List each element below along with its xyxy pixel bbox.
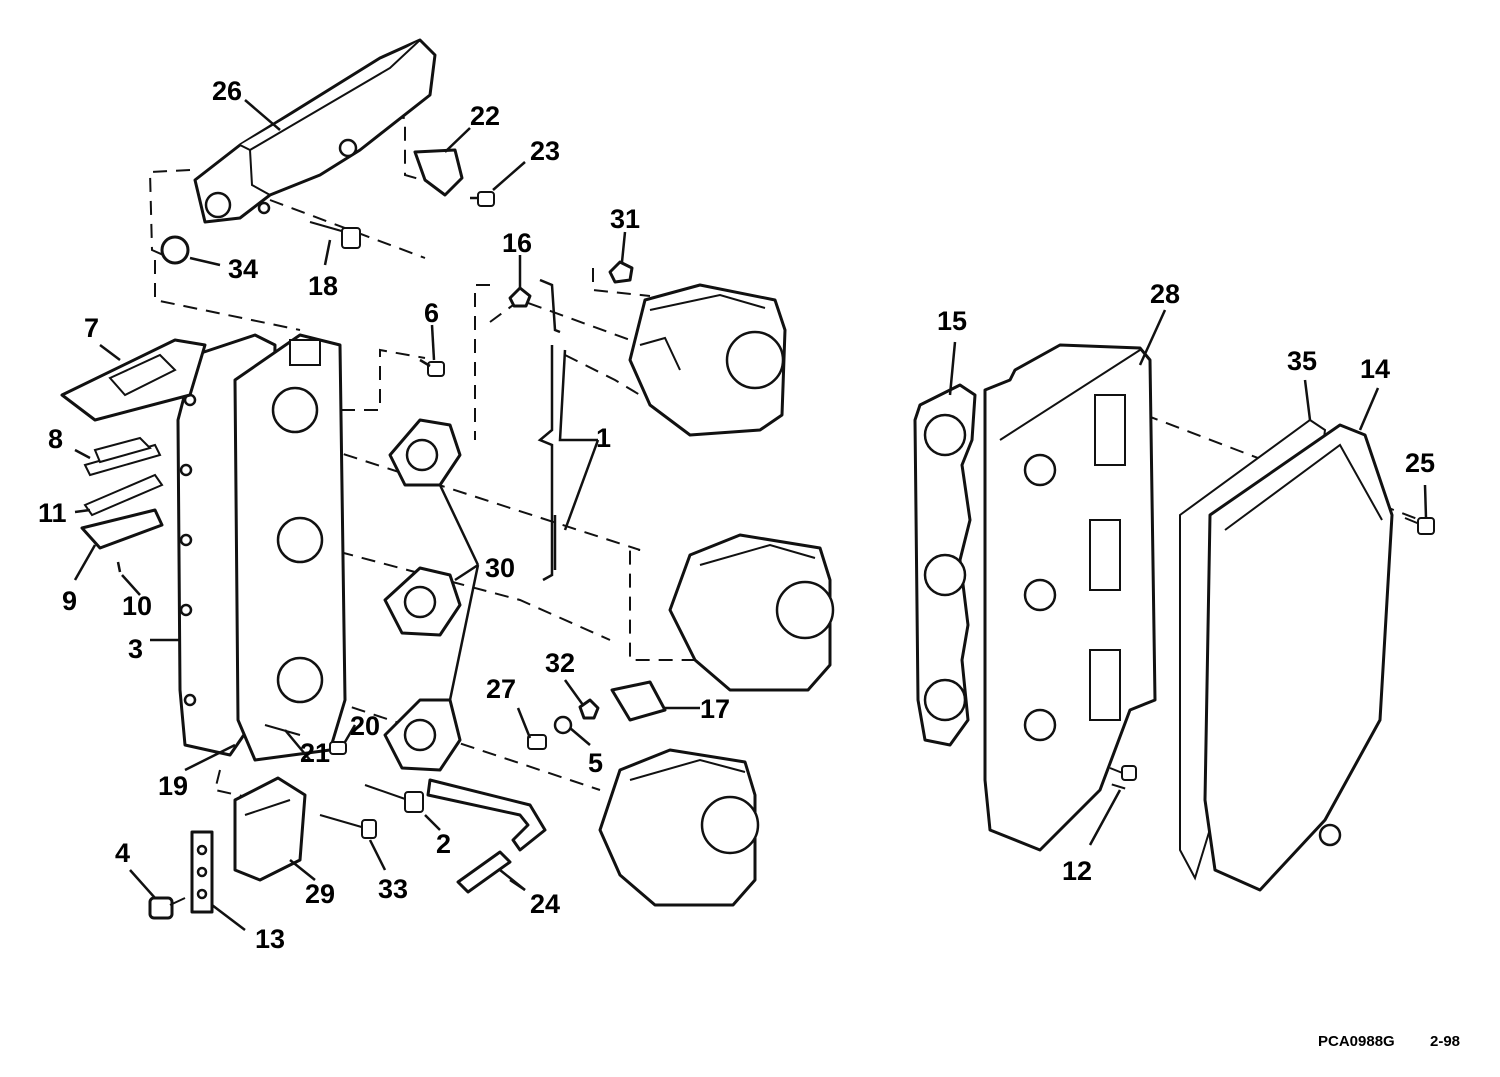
figure-code: PCA0988G xyxy=(1318,1033,1395,1050)
bolt-part-4 xyxy=(148,896,186,920)
callout-31: 31 xyxy=(610,204,640,234)
reed-part-8 xyxy=(83,436,162,477)
intake-manifold-part-26 xyxy=(193,38,437,224)
callout-19: 19 xyxy=(158,771,188,801)
bracket-part-22 xyxy=(413,148,464,197)
nut-part-16 xyxy=(508,286,532,308)
reed-block-part-7 xyxy=(60,338,207,422)
callout-24: 24 xyxy=(530,889,560,919)
callout-1: 1 xyxy=(596,423,611,453)
callout-28: 28 xyxy=(1150,279,1180,309)
callout-14: 14 xyxy=(1360,354,1390,384)
screw-part-12 xyxy=(1109,765,1137,781)
screw-part-27 xyxy=(527,734,547,750)
pin-part-21 xyxy=(264,724,301,736)
plug-part-34 xyxy=(160,235,190,265)
screw-part-10 xyxy=(116,561,122,573)
callout-20: 20 xyxy=(350,711,380,741)
callout-33: 33 xyxy=(378,874,408,904)
callout-13: 13 xyxy=(255,924,285,954)
callout-8: 8 xyxy=(48,424,63,454)
hoses-part-24 xyxy=(426,778,547,894)
reed-stop-part-11 xyxy=(83,473,164,517)
bolt-part-33 xyxy=(319,814,377,839)
callout-34: 34 xyxy=(228,254,258,284)
callout-21: 21 xyxy=(300,738,330,768)
bolt-part-18 xyxy=(309,221,361,249)
plate-part-13 xyxy=(190,830,214,914)
screw-part-20 xyxy=(329,741,347,755)
carburetor-middle xyxy=(668,533,835,692)
callout-7: 7 xyxy=(84,313,99,343)
callout-12: 12 xyxy=(1062,856,1092,886)
nut-part-31 xyxy=(608,260,634,284)
callout-16: 16 xyxy=(502,228,532,258)
callout-5: 5 xyxy=(588,748,603,778)
callout-6: 6 xyxy=(424,298,439,328)
carburetor-lower xyxy=(598,748,760,907)
intake-adapter-part-19 xyxy=(233,333,347,762)
callout-18: 18 xyxy=(308,271,338,301)
reed-plate-part-9 xyxy=(80,508,164,550)
link-part-17 xyxy=(610,680,667,722)
callout-4: 4 xyxy=(115,838,130,868)
callout-3: 3 xyxy=(128,634,143,664)
callout-29: 29 xyxy=(305,879,335,909)
callout-9: 9 xyxy=(62,586,77,616)
silencer-cover-part-14 xyxy=(1203,423,1394,892)
mount-part-29 xyxy=(233,776,307,882)
bolt-part-2 xyxy=(364,784,424,813)
carburetor-gasket-part-30 xyxy=(383,418,462,772)
callout-32: 32 xyxy=(545,648,575,678)
callout-leader-lines xyxy=(73,99,1428,931)
callout-11: 11 xyxy=(38,498,67,528)
carburetor-upper xyxy=(628,283,787,437)
callout-15: 15 xyxy=(937,306,967,336)
callout-17: 17 xyxy=(700,694,730,724)
nut-part-32 xyxy=(578,698,600,720)
callout-2: 2 xyxy=(436,829,451,859)
screw-part-6 xyxy=(419,358,445,377)
silencer-base-part-28 xyxy=(983,343,1157,852)
page-number: 2-98 xyxy=(1430,1033,1460,1050)
callout-27: 27 xyxy=(486,674,516,704)
screw-part-23 xyxy=(470,191,495,207)
callout-22: 22 xyxy=(470,101,500,131)
callout-25: 25 xyxy=(1405,448,1435,478)
linkage-rods-part-1 xyxy=(537,278,561,582)
callout-23: 23 xyxy=(530,136,560,166)
washer-part-5 xyxy=(553,715,573,735)
screw-part-25 xyxy=(1404,517,1435,535)
callout-26: 26 xyxy=(212,76,242,106)
callout-labels: 26 22 23 31 16 34 18 6 7 1 8 11 30 9 10 … xyxy=(38,76,1435,954)
callout-10: 10 xyxy=(122,591,152,621)
gasket-part-15 xyxy=(913,383,977,747)
callout-30: 30 xyxy=(485,553,515,583)
callout-35: 35 xyxy=(1287,346,1317,376)
